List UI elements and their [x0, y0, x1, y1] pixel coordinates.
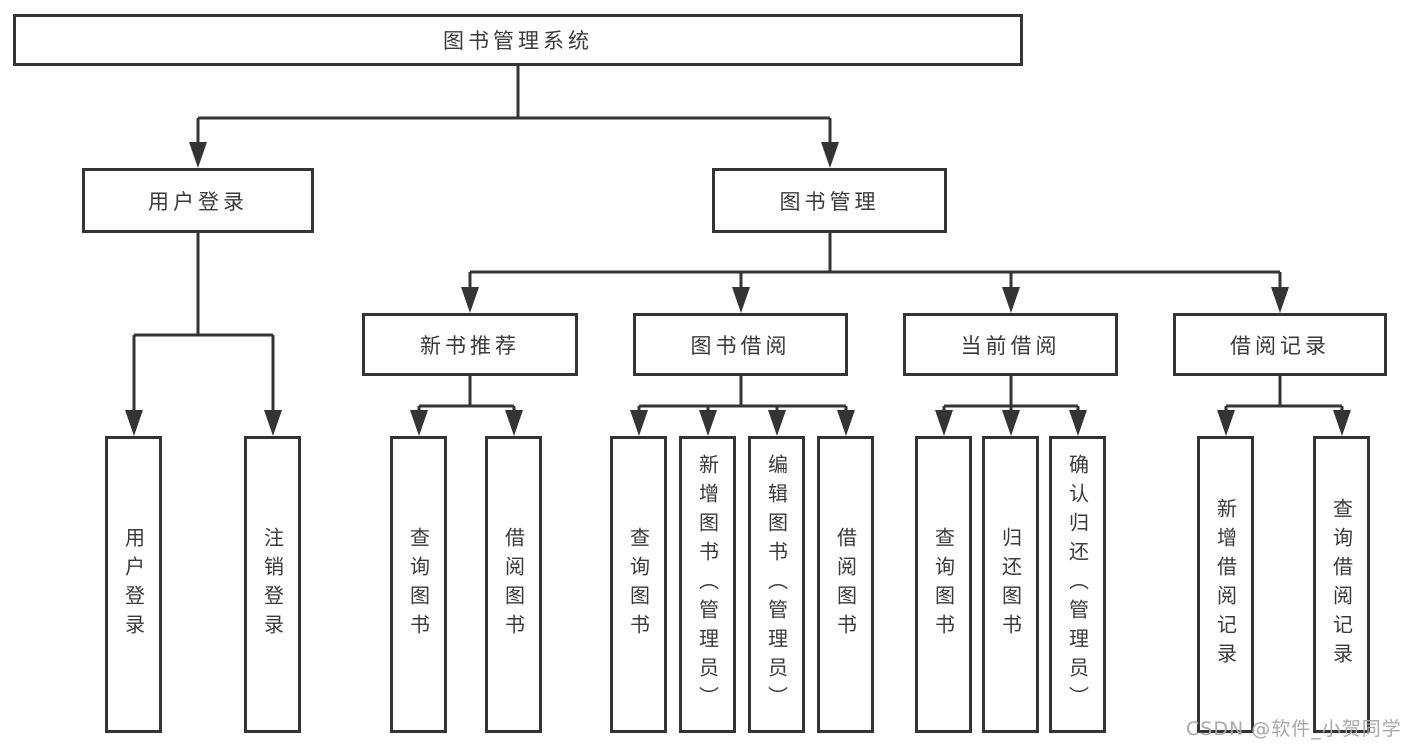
leaf-label: 注销登录	[260, 526, 285, 643]
arrow-icon	[821, 142, 839, 168]
node-label: 借阅记录	[1230, 333, 1330, 358]
arrow-icon	[732, 287, 750, 313]
node-new-book-recommend: 新书推荐	[362, 313, 578, 376]
arrow-icon	[1217, 410, 1235, 436]
arrow-icon	[264, 410, 282, 436]
node-label: 新书推荐	[420, 333, 520, 358]
node-book-borrow: 图书借阅	[633, 313, 848, 376]
arrow-icon	[630, 410, 648, 436]
arrow-icon	[935, 410, 953, 436]
arrow-icon	[461, 287, 479, 313]
leaf-label: 查询图书	[406, 526, 431, 643]
leaf-user-login: 用户登录	[105, 436, 162, 733]
node-label: 图书管理系统	[443, 29, 593, 53]
leaf-add-borrow-record: 新增借阅记录	[1197, 436, 1254, 733]
arrow-icon	[189, 142, 207, 168]
arrow-icon	[1069, 410, 1087, 436]
arrowheads	[125, 142, 1351, 436]
node-borrow-records: 借阅记录	[1173, 313, 1387, 376]
node-book-management: 图书管理	[712, 168, 947, 233]
leaf-add-book-admin: 新增图书（管理员）	[679, 436, 736, 733]
leaf-edit-book-admin: 编辑图书（管理员）	[748, 436, 805, 733]
arrow-icon	[699, 410, 717, 436]
arrow-icon	[505, 410, 523, 436]
leaf-query-books-current: 查询图书	[915, 436, 972, 733]
arrow-icon	[1002, 410, 1020, 436]
leaf-query-borrow-record: 查询借阅记录	[1313, 436, 1370, 733]
leaf-label: 查询借阅记录	[1329, 497, 1354, 672]
arrow-icon	[768, 410, 786, 436]
node-label: 图书管理	[779, 189, 880, 214]
leaf-label: 查询图书	[626, 526, 651, 643]
leaf-label: 编辑图书（管理员）	[764, 454, 789, 715]
node-root-system: 图书管理系统	[13, 14, 1023, 66]
leaf-label: 用户登录	[121, 526, 146, 643]
csdn-watermark: CSDN @软件_小贺同学	[1186, 718, 1402, 740]
leaf-label: 借阅图书	[833, 526, 858, 643]
leaf-return-book: 归还图书	[982, 436, 1039, 733]
leaf-borrow-books: 借阅图书	[817, 436, 874, 733]
leaf-logout: 注销登录	[244, 436, 301, 733]
node-current-borrow: 当前借阅	[903, 313, 1118, 376]
leaf-label: 归还图书	[998, 526, 1023, 643]
leaf-confirm-return-admin: 确认归还（管理员）	[1049, 436, 1106, 733]
leaf-label: 新增图书（管理员）	[695, 454, 720, 715]
node-user-login: 用户登录	[82, 168, 314, 233]
arrow-icon	[125, 410, 143, 436]
leaf-label: 新增借阅记录	[1213, 497, 1238, 672]
leaf-query-books-borrow: 查询图书	[610, 436, 667, 733]
arrow-icon	[837, 410, 855, 436]
arrow-icon	[1002, 287, 1020, 313]
arrow-icon	[1271, 287, 1289, 313]
arrow-icon	[410, 410, 428, 436]
node-label: 当前借阅	[960, 333, 1061, 358]
leaf-query-books-recommend: 查询图书	[390, 436, 447, 733]
node-label: 图书借阅	[690, 333, 791, 358]
arrow-icon	[1333, 410, 1351, 436]
leaf-label: 查询图书	[931, 526, 956, 643]
leaf-label: 确认归还（管理员）	[1065, 454, 1090, 715]
node-label: 用户登录	[148, 189, 248, 214]
leaf-borrow-books-recommend: 借阅图书	[485, 436, 542, 733]
leaf-label: 借阅图书	[501, 526, 526, 643]
